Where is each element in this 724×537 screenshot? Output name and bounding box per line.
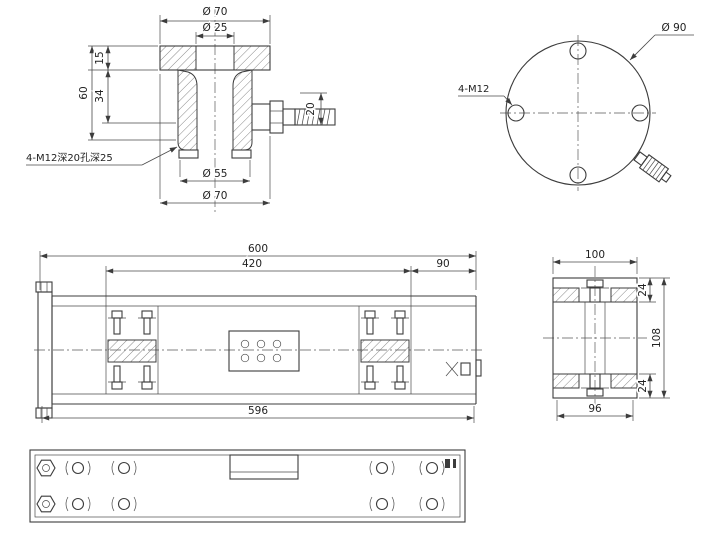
end-marker [445,459,450,468]
right-end-detail [445,359,482,377]
bolt-hole-bottom [569,166,587,184]
dim-108: 108 [651,328,663,348]
dim-34: 34 [94,89,106,103]
dim-dia55: Ø 55 [203,168,228,180]
note-4-m12: 4-M12 [458,84,489,95]
note-4-m12-holes: 4-M12深20孔深25 [26,152,113,164]
plan-view [29,449,466,523]
dim-24-bottom: 24 [637,379,649,393]
dim-dia25: Ø 25 [203,22,228,34]
dim-100: 100 [585,249,605,261]
dim-600: 600 [248,243,268,255]
junction-box [228,330,300,372]
bolt-hole-left [507,104,525,122]
dim-dia70-top: Ø 70 [203,6,228,18]
left-mount-assembly [105,306,159,394]
end-marker [453,459,456,468]
dim-dia70-bottom: Ø 70 [203,190,228,202]
dim-15: 15 [94,51,106,64]
outer-circle [505,40,651,186]
dim-96: 96 [588,403,602,415]
threaded-connector [251,100,336,134]
dim-420: 420 [242,258,262,270]
dim-60: 60 [78,86,90,99]
dim-596: 596 [248,405,268,417]
dim-90: 90 [436,258,449,270]
bolt-hole-right [631,104,649,122]
top-view: Ø 90 4-M12 [457,21,694,191]
right-bolt-group [369,460,445,512]
side-view: 600 420 90 [34,242,482,423]
end-view: 100 24 24 108 96 [543,248,670,421]
cable-gland [633,151,672,183]
dim-dia90: Ø 90 [662,22,687,34]
bolt-hole-top [569,42,587,60]
dim-24-top: 24 [637,283,649,297]
hex-bolt [36,495,56,513]
center-plate [229,454,299,480]
right-mount-assembly [358,306,412,394]
left-bolt-group [65,460,137,512]
hex-bolt [36,459,56,477]
section-view: Ø 70 Ø 25 15 34 60 20 Ø 55 Ø 70 4-M12深20… [25,5,336,212]
dim-20: 20 [305,102,317,115]
